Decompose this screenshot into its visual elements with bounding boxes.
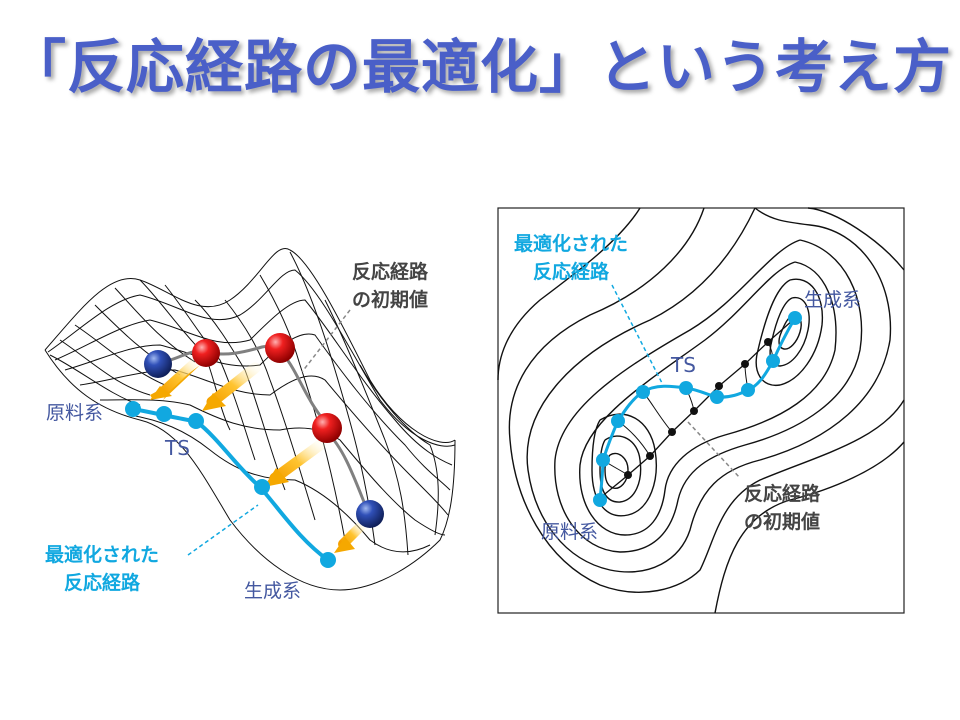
optimized-path-contour-dots xyxy=(593,311,802,507)
optimized-path-label-left-line1: 最適化された xyxy=(45,544,160,566)
contour-map-frame xyxy=(497,207,905,614)
optimized-path-3d xyxy=(132,407,330,562)
initial-path-label-left: 反応経路 の初期値 xyxy=(352,258,428,314)
optimized-path-label-left: 最適化された 反応経路 xyxy=(45,541,159,597)
relaxation-arrows xyxy=(150,357,367,553)
initial-path-label-left-line2: の初期値 xyxy=(352,289,429,311)
optimized-path-label-right-line1: 最適化された xyxy=(514,233,629,255)
initial-path-pointer-right xyxy=(687,421,741,479)
reactant-label-left: 原料系 xyxy=(46,402,104,424)
optimized-path-label-left-line2: 反応経路 xyxy=(64,572,141,594)
initial-path-label-left-line1: 反応経路 xyxy=(352,261,429,283)
product-label-right: 生成系 xyxy=(804,289,862,311)
ts-label-right: TS xyxy=(671,353,696,377)
initial-path-label-right-line1: 反応経路 xyxy=(744,483,821,505)
slide-title: 「反応経路の最適化」という考え方 xyxy=(7,33,952,101)
reactant-label-right: 原料系 xyxy=(541,521,599,543)
contour-lines xyxy=(497,207,905,614)
ts-label-left: TS xyxy=(165,436,190,460)
optimized-path-pointer-right xyxy=(611,284,663,384)
product-label-left: 生成系 xyxy=(244,580,302,602)
optimized-path-pointer-left xyxy=(187,504,259,556)
initial-path-label-right-line2: の初期値 xyxy=(744,511,821,533)
initial-path-pointer-left xyxy=(301,309,351,373)
optimized-path-dots xyxy=(125,401,336,568)
optimized-path-label-right: 最適化された 反応経路 xyxy=(514,230,628,286)
initial-path-balls xyxy=(144,333,384,528)
optimized-path-label-right-line2: 反応経路 xyxy=(533,261,610,283)
initial-path-label-right: 反応経路 の初期値 xyxy=(744,480,820,536)
